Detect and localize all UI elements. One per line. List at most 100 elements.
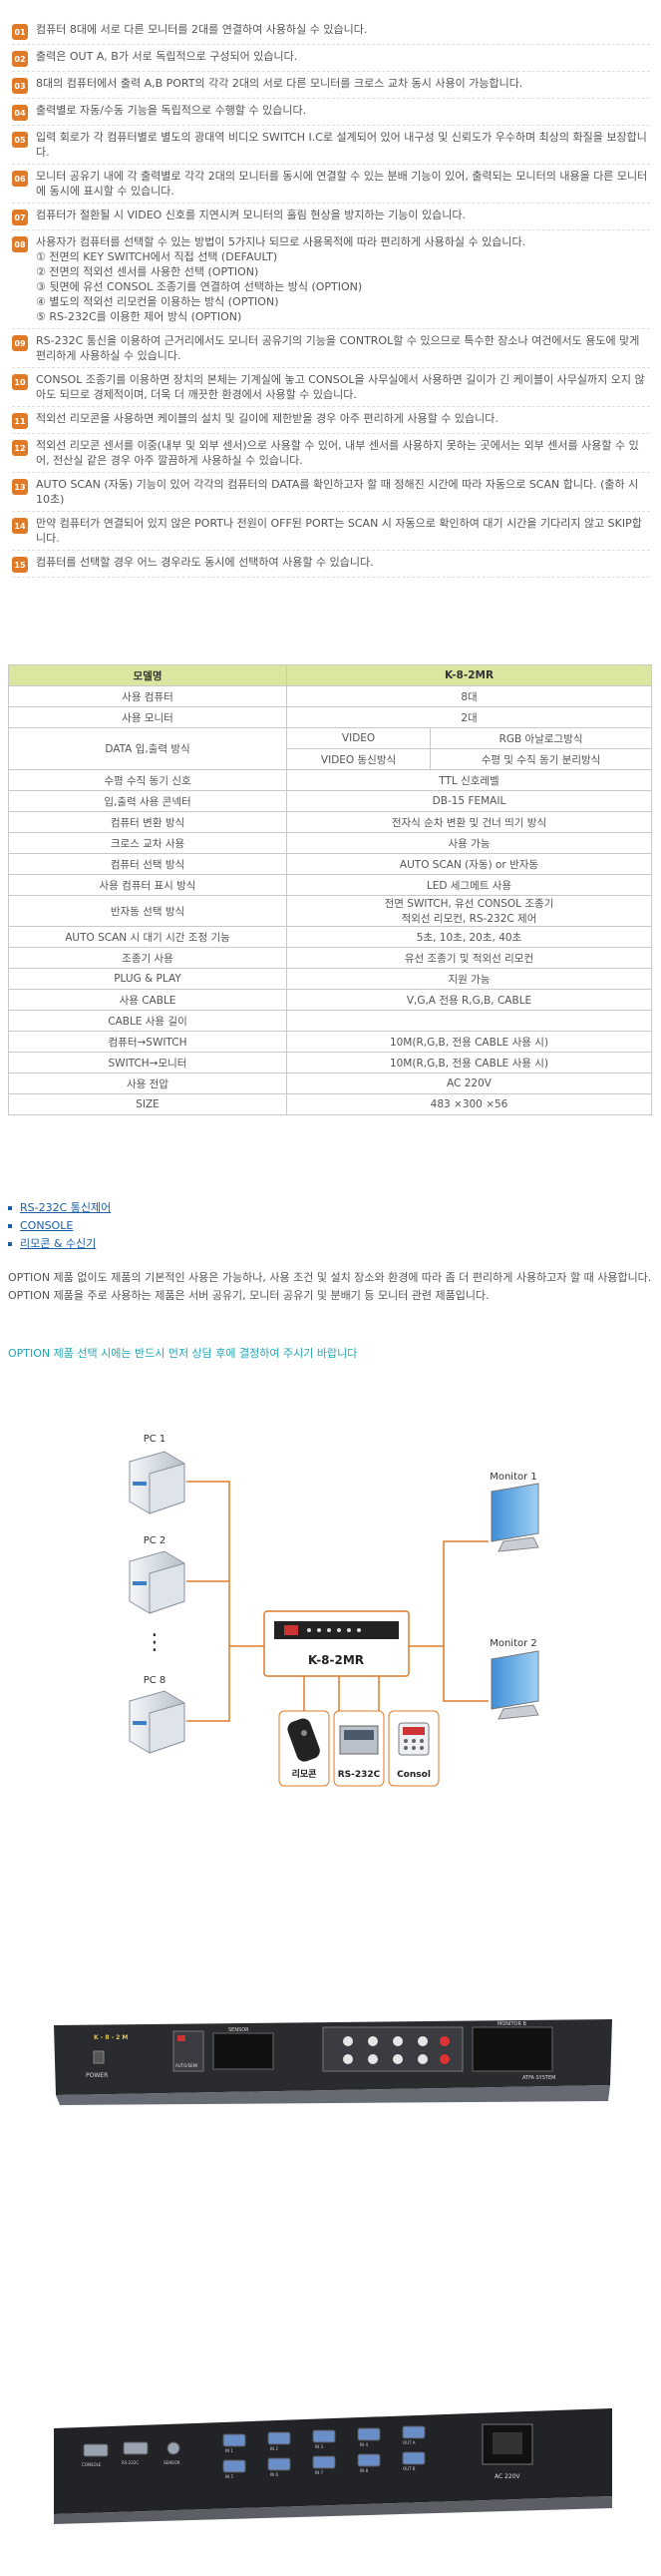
consol-label: Consol: [397, 1770, 431, 1780]
spec-value: 전자식 순차 변환 및 건너 띄기 방식: [286, 811, 652, 833]
rear-port-label: IN 2: [270, 2446, 278, 2451]
spec-label: 조종기 사용: [8, 947, 287, 969]
feature-number-badge: 11: [12, 413, 28, 429]
spec-label: 크로스 교차 사용: [8, 832, 287, 854]
spec-label: SWITCH→모니터: [8, 1052, 287, 1073]
feature-number-badge: 15: [12, 557, 28, 573]
ellipsis: ⋮: [144, 1630, 165, 1655]
feature-text: 컴퓨터를 선택할 경우 어느 경우라도 동시에 선택하여 사용할 수 있습니다.: [36, 556, 374, 569]
rear-port-label: CONSOLE: [82, 2462, 102, 2467]
front-sensor: SENSOR: [228, 2027, 249, 2033]
feature-text: 출력은 OUT A, B가 서로 독립적으로 구성되어 있습니다.: [36, 50, 298, 63]
front-monitor-b: MONITOR B: [497, 2021, 527, 2027]
link-remote[interactable]: 리모콘 & 수신기: [8, 1235, 111, 1253]
spec-label: 수평 수직 동기 신호: [8, 769, 287, 791]
feature-number-badge: 03: [12, 78, 28, 94]
spec-value: AUTO SCAN (자동) or 반자동: [286, 853, 652, 875]
rs232-icon: [339, 1725, 379, 1755]
spec-label: 사용 컴퓨터 표시 방식: [8, 874, 287, 896]
rear-port-label: IN 4: [360, 2442, 368, 2447]
pc8-label: PC 8: [144, 1675, 166, 1686]
feature-text: 출력별로 자동/수동 기능을 독립적으로 수행할 수 있습니다.: [36, 104, 307, 117]
feature-text: 컴퓨터가 절환될 시 VIDEO 신호를 지연시켜 모니터의 흘림 현상을 방지…: [36, 209, 467, 221]
front-auto: AUTO/SEMI: [175, 2063, 197, 2068]
spec-value: 483 ×300 ×56: [286, 1093, 652, 1115]
device-label: K-8-2MR: [308, 1653, 364, 1667]
consol-icon: [398, 1722, 430, 1756]
spec-label: AUTO SCAN 시 대기 시간 조정 기능: [8, 926, 287, 948]
link-rs232c[interactable]: RS-232C 통신제어: [8, 1199, 111, 1217]
rear-port-label: IN 7: [315, 2470, 323, 2475]
rear-port-label: OUT A: [403, 2440, 416, 2445]
spec-label: DATA 입,출력 방식: [8, 727, 287, 770]
spec-value: V,G,A 전용 R,G,B, CABLE: [286, 989, 652, 1011]
rear-port-label: OUT B: [403, 2466, 416, 2471]
option-notice: OPTION 제품 선택 시에는 반드시 먼저 상담 후에 결정하여 주시기 바…: [8, 1347, 358, 1360]
feature-number-badge: 02: [12, 51, 28, 67]
front-brand: ATFA SYSTEM: [522, 2075, 555, 2081]
feature-text: CONSOL 조종기를 이용하면 장치의 본체는 기계실에 놓고 CONSOL을…: [36, 373, 645, 401]
feature-number-badge: 14: [12, 518, 28, 534]
spec-row: CABLE 사용 길이: [8, 1010, 652, 1032]
spec-sub-value: 수평 및 수직 동기 분리방식: [430, 748, 652, 770]
spec-label: 입,출력 사용 콘넥터: [8, 790, 287, 812]
spec-value: DB-15 FEMAIL: [286, 790, 652, 812]
front-panel-image: K - 8 - 2 M POWER AUTO/SEMI SENSOR MONIT…: [54, 2019, 612, 2105]
spec-value: LED 세그메트 사용: [286, 874, 652, 896]
spec-label: PLUG & PLAY: [8, 968, 287, 990]
connection-diagram: PC 1 PC 2 PC 8 ⋮ K-8-2MR Monitor 1 Monit…: [129, 1434, 539, 1787]
monitor1-icon: [491, 1483, 539, 1552]
feature-text: 적외선 리모콘 센서를 이중(내부 및 외부 센서)으로 사용할 수 있어, 내…: [36, 439, 639, 467]
spec-value: 2대: [286, 706, 652, 728]
feature-item: 02 출력은 OUT A, B가 서로 독립적으로 구성되어 있습니다.: [12, 45, 650, 72]
spec-label: 반자동 선택 방식: [8, 895, 287, 927]
link-console[interactable]: CONSOLE: [8, 1217, 111, 1235]
remote-label: 리모콘: [292, 1768, 317, 1780]
spec-label: 컴퓨터 변환 방식: [8, 811, 287, 833]
spec-value: 지원 가능: [286, 968, 652, 990]
rear-port-label: SENSOR: [164, 2460, 180, 2465]
pc1-label: PC 1: [144, 1434, 166, 1445]
monitor1-label: Monitor 1: [490, 1472, 537, 1483]
spec-label: 컴퓨터→SWITCH: [8, 1031, 287, 1053]
option-links: RS-232C 통신제어 CONSOLE 리모콘 & 수신기: [8, 1199, 111, 1253]
spec-value: TTL 신호레벨: [286, 769, 652, 791]
spec-label: 사용 컴퓨터: [8, 685, 287, 707]
spec-value: [286, 1010, 652, 1032]
rear-port-label: IN 6: [270, 2472, 278, 2477]
rear-panel-image: AC 220V CONSOLE RS-232C SENSOR IN 1 IN 2…: [54, 2408, 612, 2524]
feature-text: 만약 컴퓨터가 연결되어 있지 않은 PORT나 전원이 OFF된 PORT는 …: [36, 517, 642, 545]
rear-port-label: IN 5: [225, 2474, 233, 2479]
spec-value: 8대: [286, 685, 652, 707]
spec-header-label: 모델명: [8, 664, 287, 686]
front-power: POWER: [86, 2072, 108, 2079]
spec-value: 사용 가능: [286, 832, 652, 854]
feature-number-badge: 09: [12, 335, 28, 351]
front-model: K - 8 - 2 M: [94, 2034, 128, 2041]
spec-sub-label: VIDEO: [285, 727, 432, 749]
rear-ac: AC 220V: [495, 2473, 521, 2480]
spec-value: 10M(R,G,B, 전용 CABLE 사용 시): [286, 1031, 652, 1053]
pc2-icon: [129, 1550, 185, 1614]
